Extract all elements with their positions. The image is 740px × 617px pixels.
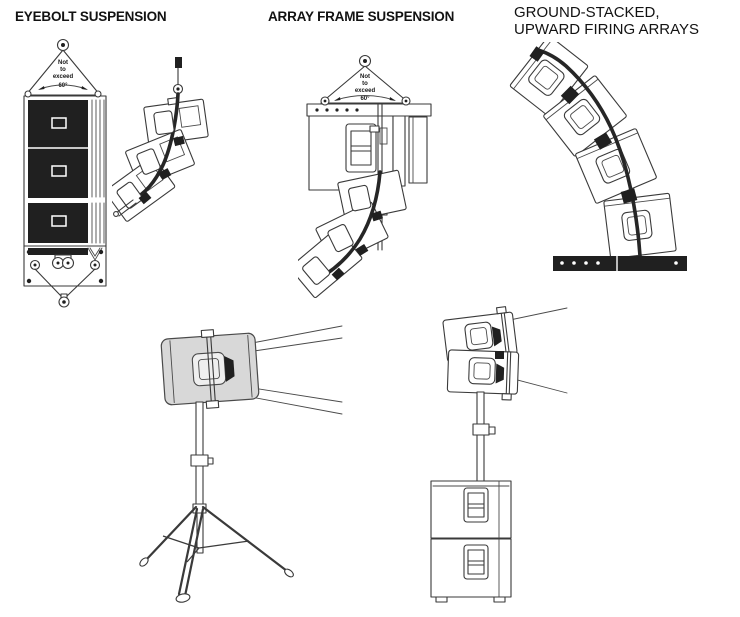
link-hardware xyxy=(560,85,580,105)
section-title-ground-stacked: GROUND-STACKED, UPWARD FIRING ARRAYS xyxy=(514,4,699,38)
side-slats xyxy=(91,99,105,244)
cabinet-handle xyxy=(528,59,565,96)
subwoofer xyxy=(430,480,512,539)
warning-text-line1: Not xyxy=(360,74,370,80)
link-hardware xyxy=(331,267,345,281)
pole-bracket-wedge xyxy=(224,355,235,382)
cabinet-handle xyxy=(464,321,494,351)
angle-arc-arrow xyxy=(335,95,395,101)
rigging-spine xyxy=(316,170,382,281)
top-cabinet-side-view xyxy=(308,115,428,191)
warning-text-line1: Not xyxy=(58,60,68,66)
cabinet-handle xyxy=(116,181,143,209)
cabinet-handle xyxy=(136,148,161,175)
warning-text-line3: exceed xyxy=(53,74,74,80)
figure-array-frame: Not to exceed 60° xyxy=(298,54,432,298)
corner-eyebolt xyxy=(94,90,102,98)
link-hardware xyxy=(371,210,383,222)
cabinet-handle xyxy=(153,110,175,135)
speaker-cabinet xyxy=(446,349,520,401)
corner-eyebolt xyxy=(24,90,32,98)
speaker-column xyxy=(23,90,107,247)
bottom-panel xyxy=(23,245,107,308)
pole-clamp xyxy=(472,423,490,436)
warning-triangle: Not to exceed 60° xyxy=(320,54,410,104)
cabinet-handle xyxy=(347,184,372,212)
cabinet-handle xyxy=(468,357,496,385)
warning-text-line2: to xyxy=(60,67,66,73)
speaker-cabinet xyxy=(160,329,260,409)
section-title-array-frame-suspension: ARRAY FRAME SUSPENSION xyxy=(268,9,455,24)
cabinet-handle xyxy=(327,223,354,253)
rigging-spine xyxy=(128,92,180,204)
rigging-spine xyxy=(536,48,642,258)
cabinet-handle xyxy=(563,98,601,136)
pullback-line xyxy=(115,199,134,214)
warning-text-line4: 60° xyxy=(360,96,370,102)
tripod-foot xyxy=(284,568,294,578)
subwoofer xyxy=(430,538,512,603)
warning-text-line3: exceed xyxy=(355,88,376,94)
array-frame-bar xyxy=(306,96,432,117)
link-hardware xyxy=(620,188,638,204)
ground-stacked-title-line2: UPWARD FIRING ARRAYS xyxy=(514,21,700,38)
speaker-cabinet xyxy=(442,306,518,363)
tripod-stand xyxy=(139,401,294,603)
pullback-ring xyxy=(113,211,119,217)
pullback-line xyxy=(34,268,62,297)
figure-eyebolt-side xyxy=(112,57,209,222)
section-title-eyebolt-suspension: EYEBOLT SUSPENSION xyxy=(15,9,167,24)
link-hardware xyxy=(593,132,613,150)
tripod-foot xyxy=(139,557,149,567)
figure-pole-on-subs xyxy=(430,306,568,603)
pole-clamp xyxy=(190,454,209,467)
link-hardware xyxy=(138,191,152,205)
link-hardware xyxy=(355,243,369,257)
tripod-braces xyxy=(162,535,250,563)
cabinet-handle xyxy=(51,165,67,177)
cabinet-handle xyxy=(51,215,67,227)
tripod-legs xyxy=(144,505,289,598)
subwoofer-foot xyxy=(493,596,506,603)
warning-text-line4: 60° xyxy=(58,83,68,89)
figure-eyebolt-front: Not to exceed 60° xyxy=(23,38,107,308)
figure-ground-stacked xyxy=(509,42,687,271)
link-hardware xyxy=(158,168,172,180)
pullback-line xyxy=(66,268,96,297)
cabinet-handle xyxy=(302,256,331,285)
suspension-point xyxy=(175,57,182,68)
ground-stacked-title-line1: GROUND-STACKED, xyxy=(514,4,660,21)
warning-triangle: Not to exceed 60° xyxy=(25,38,101,96)
speaker-pole xyxy=(476,391,485,482)
link-hardware xyxy=(495,351,504,359)
base-plate xyxy=(553,256,687,271)
cabinet-handle xyxy=(51,117,67,129)
figure-tripod xyxy=(139,325,343,603)
speaker-pole xyxy=(195,401,204,507)
warning-text-line2: to xyxy=(362,81,368,87)
subwoofer-foot xyxy=(435,596,448,603)
link-hardware xyxy=(529,46,545,62)
link-hardware xyxy=(173,135,185,147)
tripod-foot xyxy=(175,593,191,603)
